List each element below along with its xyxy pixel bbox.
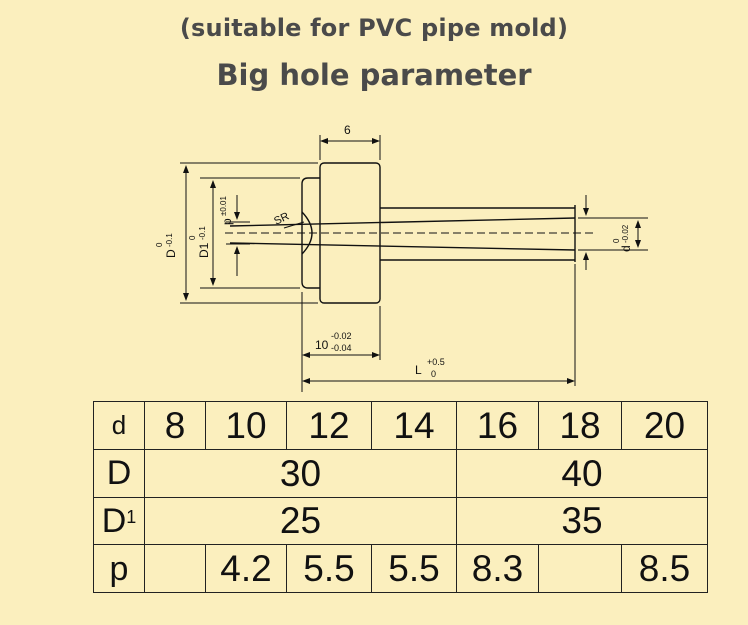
table-cell: 8.3 xyxy=(456,544,539,593)
row-label-p: p xyxy=(93,544,145,593)
svg-text:SR: SR xyxy=(272,210,291,227)
table-row-p: p 4.2 5.5 5.5 8.3 8.5 xyxy=(93,544,708,593)
dimension-arrows xyxy=(183,138,641,384)
svg-text:±0.01: ±0.01 xyxy=(219,195,228,216)
dimension-labels: 6 D 0 -0.1 D1 0 -0.1 p ±0.01 SR d 0 -0.0… xyxy=(155,123,633,379)
svg-text:p: p xyxy=(220,218,234,225)
svg-text:10: 10 xyxy=(315,338,329,352)
parameter-table: d 8 10 12 14 16 18 20 D 30 40 D1 25 35 p… xyxy=(93,401,708,593)
table-cell: 30 xyxy=(144,448,457,498)
svg-text:-0.1: -0.1 xyxy=(165,233,174,247)
table-cell: 18 xyxy=(538,401,622,450)
page-title: Big hole parameter xyxy=(216,58,532,92)
table-cell: 4.2 xyxy=(205,544,287,593)
svg-text:d: d xyxy=(619,245,633,252)
row-label-D: D xyxy=(93,448,145,498)
svg-text:0: 0 xyxy=(431,369,436,379)
svg-text:-0.02: -0.02 xyxy=(621,224,630,243)
svg-text:+0.5: +0.5 xyxy=(427,357,445,367)
svg-text:D1: D1 xyxy=(197,242,211,258)
svg-text:L: L xyxy=(415,363,422,377)
table-cell xyxy=(538,544,622,593)
table-cell: 25 xyxy=(144,496,457,546)
svg-text:0: 0 xyxy=(188,235,197,240)
table-cell: 5.5 xyxy=(371,544,457,593)
table-cell: 8 xyxy=(144,401,206,450)
table-cell: 12 xyxy=(286,401,372,450)
table-cell: 10 xyxy=(205,401,287,450)
table-cell: 35 xyxy=(456,496,708,546)
svg-text:-0.1: -0.1 xyxy=(198,226,207,240)
table-cell: 5.5 xyxy=(286,544,372,593)
table-row-d: d 8 10 12 14 16 18 20 xyxy=(93,401,708,450)
row-label-d: d xyxy=(93,401,145,450)
table-cell: 40 xyxy=(456,448,708,498)
part-outline xyxy=(229,162,576,304)
svg-text:-0.02: -0.02 xyxy=(331,331,352,341)
technical-drawing: 6 D 0 -0.1 D1 0 -0.1 p ±0.01 SR d 0 -0.0… xyxy=(155,123,648,392)
table-row-D: D 30 40 xyxy=(93,448,708,498)
dimension-lines xyxy=(180,135,648,392)
row-label-D1: D1 xyxy=(93,496,145,546)
table-cell: 16 xyxy=(456,401,539,450)
table-cell: 20 xyxy=(621,401,708,450)
svg-text:6: 6 xyxy=(344,123,351,137)
table-cell xyxy=(144,544,206,593)
svg-text:0: 0 xyxy=(612,238,621,243)
svg-text:0: 0 xyxy=(155,242,164,247)
table-cell: 14 xyxy=(371,401,457,450)
svg-text:-0.04: -0.04 xyxy=(331,343,352,353)
table-row-D1: D1 25 35 xyxy=(93,496,708,546)
svg-text:D: D xyxy=(164,249,178,258)
table-cell: 8.5 xyxy=(621,544,708,593)
subtitle: (suitable for PVC pipe mold) xyxy=(179,14,569,42)
